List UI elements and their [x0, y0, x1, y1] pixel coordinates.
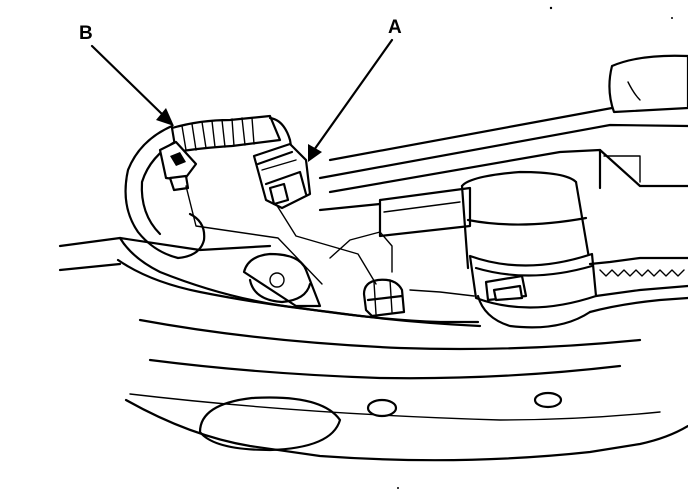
harness-b [124, 114, 282, 260]
callout-label-a: A [388, 17, 402, 38]
connector-a [252, 116, 312, 210]
callout-label-b: B [79, 23, 93, 44]
cylinder-part [460, 170, 688, 329]
scan-specks [397, 6, 673, 489]
leader-lines [185, 185, 377, 285]
callout-arrow-a [308, 38, 394, 162]
lower-connector [362, 278, 406, 318]
upper-cover [318, 54, 688, 238]
callout-arrow-b [90, 44, 174, 126]
lower-casting [58, 231, 688, 462]
